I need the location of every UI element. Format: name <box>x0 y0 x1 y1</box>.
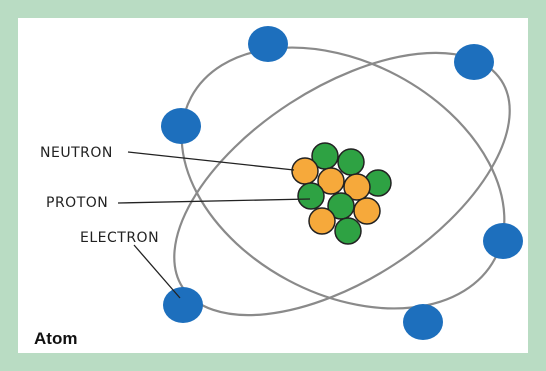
proton-label: PROTON <box>46 195 108 211</box>
nucleus <box>291 142 392 245</box>
electron <box>248 26 288 62</box>
electron <box>483 223 523 259</box>
diagram-caption: Atom <box>34 329 78 348</box>
orbit-1 <box>180 46 506 310</box>
proton-leader-line <box>117 198 311 204</box>
neutron-particle <box>297 182 325 210</box>
neutron-particle <box>337 148 365 176</box>
electron-label: ELECTRON <box>80 230 159 246</box>
electrons <box>161 26 523 340</box>
diagram-panel <box>18 18 528 353</box>
neutron-label: NEUTRON <box>40 145 113 161</box>
proton-particle <box>343 173 371 201</box>
proton-particle <box>353 197 381 225</box>
proton-particle <box>317 167 345 195</box>
electron <box>454 44 494 80</box>
proton-particle <box>291 157 319 185</box>
electron-leader-line <box>133 244 181 299</box>
electron <box>161 108 201 144</box>
neutron-leader-line <box>127 151 295 171</box>
proton-particle <box>308 207 336 235</box>
neutron-particle <box>334 217 362 245</box>
neutron-particle <box>327 192 355 220</box>
electron <box>403 304 443 340</box>
electron <box>163 287 203 323</box>
